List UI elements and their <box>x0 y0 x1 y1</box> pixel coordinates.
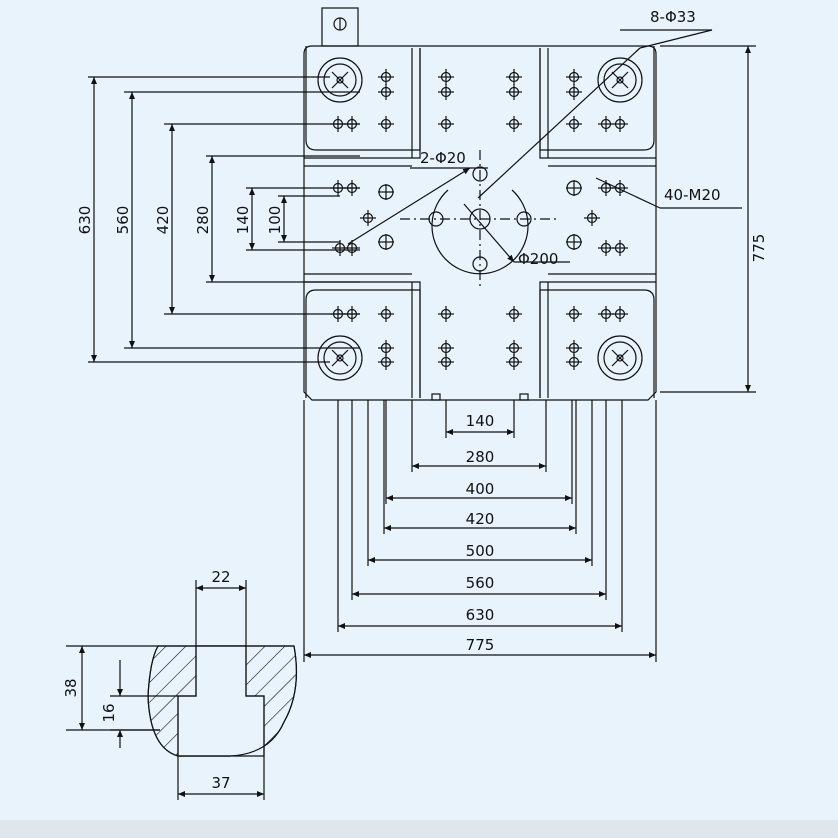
bottom-strip <box>0 820 838 838</box>
dim-400-horizontal: 400 <box>466 480 495 498</box>
platen-outline <box>303 7 657 401</box>
tslot-bottom-width: 37 <box>211 774 230 792</box>
dim-140-horizontal: 140 <box>466 412 495 430</box>
callout-locating-holes: 2-Φ20 <box>420 149 466 167</box>
dim-100-vertical: 100 <box>266 206 284 235</box>
dim-140-vertical: 140 <box>234 206 252 235</box>
dim-775-horizontal: 775 <box>466 636 495 654</box>
center-locating-ring <box>400 150 560 290</box>
left-dimensions <box>88 76 360 363</box>
tslot-height: 38 <box>62 678 80 697</box>
callout-bolt-holes: 8-Φ33 <box>650 8 696 26</box>
threaded-holes <box>330 69 628 370</box>
dim-280-horizontal: 280 <box>466 448 495 466</box>
tie-bar-holes <box>317 57 643 381</box>
tslot-top-width: 22 <box>211 568 230 586</box>
dim-560-vertical: 560 <box>114 206 132 235</box>
top-lug <box>321 7 359 47</box>
dim-420-vertical: 420 <box>154 206 172 235</box>
callout-leaders <box>347 29 742 263</box>
callout-center-circle: Φ200 <box>518 250 558 268</box>
bottom-dimensions <box>303 400 657 662</box>
dim-775-vertical: 775 <box>750 234 768 263</box>
dim-420-horizontal: 420 <box>466 510 495 528</box>
tslot-section <box>66 580 298 800</box>
dim-500-horizontal: 500 <box>466 542 495 560</box>
dim-560-horizontal: 560 <box>466 574 495 592</box>
right-dimension <box>660 45 756 393</box>
dim-280-vertical: 280 <box>194 206 212 235</box>
dim-630-vertical: 630 <box>76 206 94 235</box>
dim-630-horizontal: 630 <box>466 606 495 624</box>
tslot-neck: 16 <box>100 703 118 722</box>
callout-threaded-holes: 40-M20 <box>664 186 721 204</box>
